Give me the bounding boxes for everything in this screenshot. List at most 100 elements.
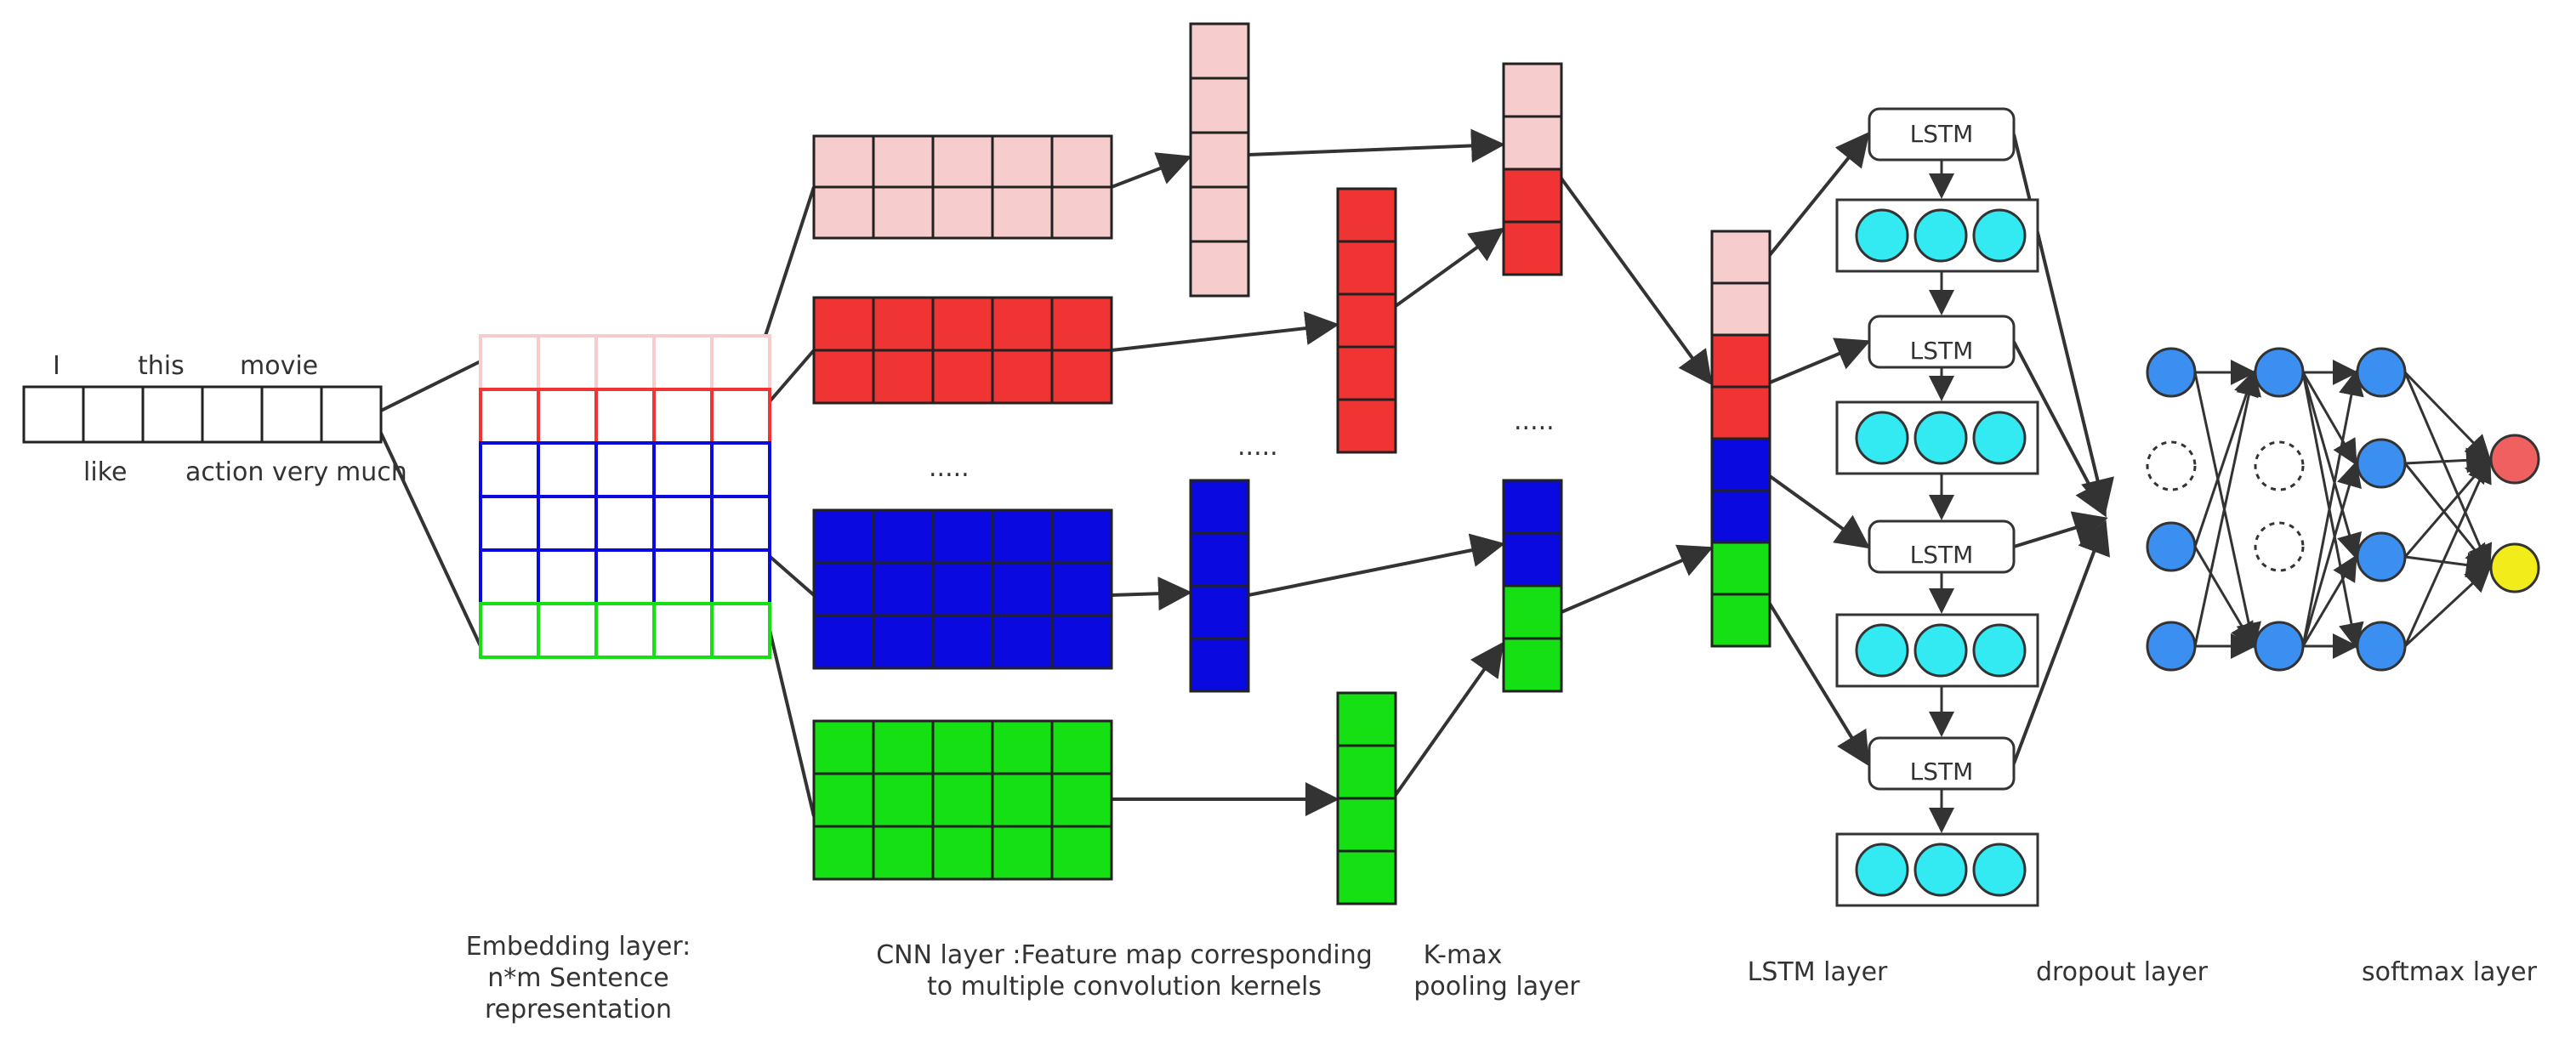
edge-input-embedding-bottom: [371, 414, 482, 647]
cnn-vector-red: [1336, 187, 1397, 454]
feature-map-pink-cell: [812, 185, 875, 240]
cnn-vector-green-cell: [1336, 691, 1397, 747]
embedding-matrix-cell: [479, 441, 540, 498]
caption-kmax-line2: pooling layer: [1413, 972, 1580, 1002]
feature-map-pink-cell: [812, 134, 875, 189]
lstm-cell-box-3: [1868, 519, 2016, 574]
cnn-ellipsis: .....: [929, 453, 970, 483]
caption-cnn-line1: CNN layer :Feature map corresponding: [876, 940, 1373, 970]
feature-map-red-cell: [991, 349, 1054, 405]
feature-map-green-cell: [991, 719, 1054, 775]
edge-dense-3-out: [2403, 457, 2491, 558]
feature-map-pink-cell: [991, 134, 1054, 189]
embedding-matrix-cell: [537, 495, 598, 552]
edge-lstm1-dropout: [2012, 133, 2114, 514]
embedding-matrix-cell: [710, 548, 771, 605]
feature-map-green-cell: [931, 719, 994, 775]
edge-dense-3-out: [2403, 565, 2492, 648]
cnn-vector-pink-cell: [1189, 77, 1250, 134]
embedding-matrix-cell: [652, 602, 714, 659]
feature-map-red-cell: [1050, 296, 1113, 352]
cnn-vector-ellipsis: .....: [1237, 432, 1278, 462]
kmax-vector-bottom-cell: [1502, 637, 1563, 693]
caption-cnn-line2: to multiple convolution kernels: [927, 972, 1322, 1002]
concat-vector-cell: [1710, 385, 1771, 440]
embedding-matrix-cell: [710, 388, 771, 445]
feature-map-blue-cell: [812, 614, 875, 670]
kmax-vector-top-cell: [1502, 62, 1563, 118]
caption-dropout: dropout layer: [2036, 957, 2209, 987]
output-node-red: [2489, 434, 2540, 485]
hidden-unit-node: [1914, 843, 1968, 897]
edge-concat-lstm1: [1768, 131, 1870, 257]
edge-dense-3-out: [2403, 463, 2491, 570]
concat-vector-cell: [1710, 489, 1771, 544]
input-word-box-cell: [141, 385, 204, 444]
edge-dense-3-out: [2403, 371, 2492, 462]
edge-vec-green: [1394, 641, 1504, 797]
feature-map-red-cell: [812, 296, 875, 352]
lstm-label-3: LSTM: [1910, 541, 1974, 569]
word-i: I: [53, 351, 60, 381]
feature-map-red-cell: [931, 349, 994, 405]
kmax-vector-bottom-cell: [1502, 531, 1563, 587]
hidden-unit-node: [1914, 208, 1968, 263]
kmax-vector-top-cell: [1502, 220, 1563, 276]
concat-vector-cell: [1710, 541, 1771, 596]
feature-map-green-cell: [931, 772, 994, 828]
embedding-matrix-cell: [537, 602, 598, 659]
feature-map-green-cell: [1050, 719, 1113, 775]
diagram-shapes: [22, 22, 2540, 907]
edge-lstm2-dropout: [2012, 341, 2107, 518]
concat-vector: [1710, 230, 1771, 648]
feature-map-green-cell: [1050, 772, 1113, 828]
edge-dense-2-3: [2301, 372, 2357, 466]
feature-map-green-cell: [931, 825, 994, 881]
cnn-vector-red-cell: [1336, 292, 1397, 349]
lstm-cell-box-1: [1868, 107, 2016, 162]
hidden-unit-node: [1855, 208, 1909, 263]
dense-node: [2146, 621, 2197, 672]
feature-map-red-cell: [812, 349, 875, 405]
embedding-matrix-cell: [594, 602, 656, 659]
output-node-yellow: [2489, 542, 2540, 593]
edge-input-embedding-top: [372, 360, 481, 417]
cnn-vector-red-cell: [1336, 187, 1397, 243]
feature-map-blue-cell: [991, 508, 1054, 565]
lstm-cell-box-2: [1868, 315, 2016, 369]
feature-map-green-cell: [991, 772, 1054, 828]
kmax-vector-top: [1502, 62, 1563, 276]
cnn-vector-pink-cell: [1189, 240, 1250, 298]
embedding-matrix-cell: [594, 388, 656, 445]
cnn-vector-pink-cell: [1189, 22, 1250, 80]
edge-emb-red: [764, 349, 816, 408]
edge-dense-1-2: [2193, 370, 2259, 548]
feature-map-green-cell: [872, 772, 935, 828]
cnn-vector-red-cell: [1336, 398, 1397, 454]
cnn-vector-green: [1336, 691, 1397, 905]
caption-embedding-line3: representation: [485, 995, 672, 1024]
hidden-unit-node: [1855, 411, 1909, 465]
edge-emb-green: [764, 611, 816, 817]
embedding-matrix-cell: [594, 334, 656, 391]
dropped-node: [2254, 521, 2305, 572]
feature-map-blue-cell: [931, 508, 994, 565]
feature-map-pink-cell: [1050, 134, 1113, 189]
edge-dense-2-3: [2301, 370, 2364, 647]
edge-dense-2-3: [2301, 372, 2363, 559]
hidden-unit-node: [1914, 623, 1968, 678]
feature-map-blue-cell: [812, 508, 875, 565]
edge-fm-red: [1111, 311, 1339, 352]
edge-lstm4-dropout: [2012, 519, 2110, 764]
feature-map-pink-cell: [872, 185, 935, 240]
hidden-unit-node: [1914, 411, 1968, 465]
dense-node: [2356, 347, 2407, 398]
embedding-matrix-cell: [479, 495, 540, 552]
word-action: action: [185, 457, 264, 487]
embedding-matrix-cell: [652, 388, 714, 445]
word-very: very: [272, 457, 328, 487]
edge-kmax-top: [1560, 177, 1713, 386]
edge-concat-lstm2: [1769, 338, 1871, 384]
cnn-vector-green-cell: [1336, 744, 1397, 800]
